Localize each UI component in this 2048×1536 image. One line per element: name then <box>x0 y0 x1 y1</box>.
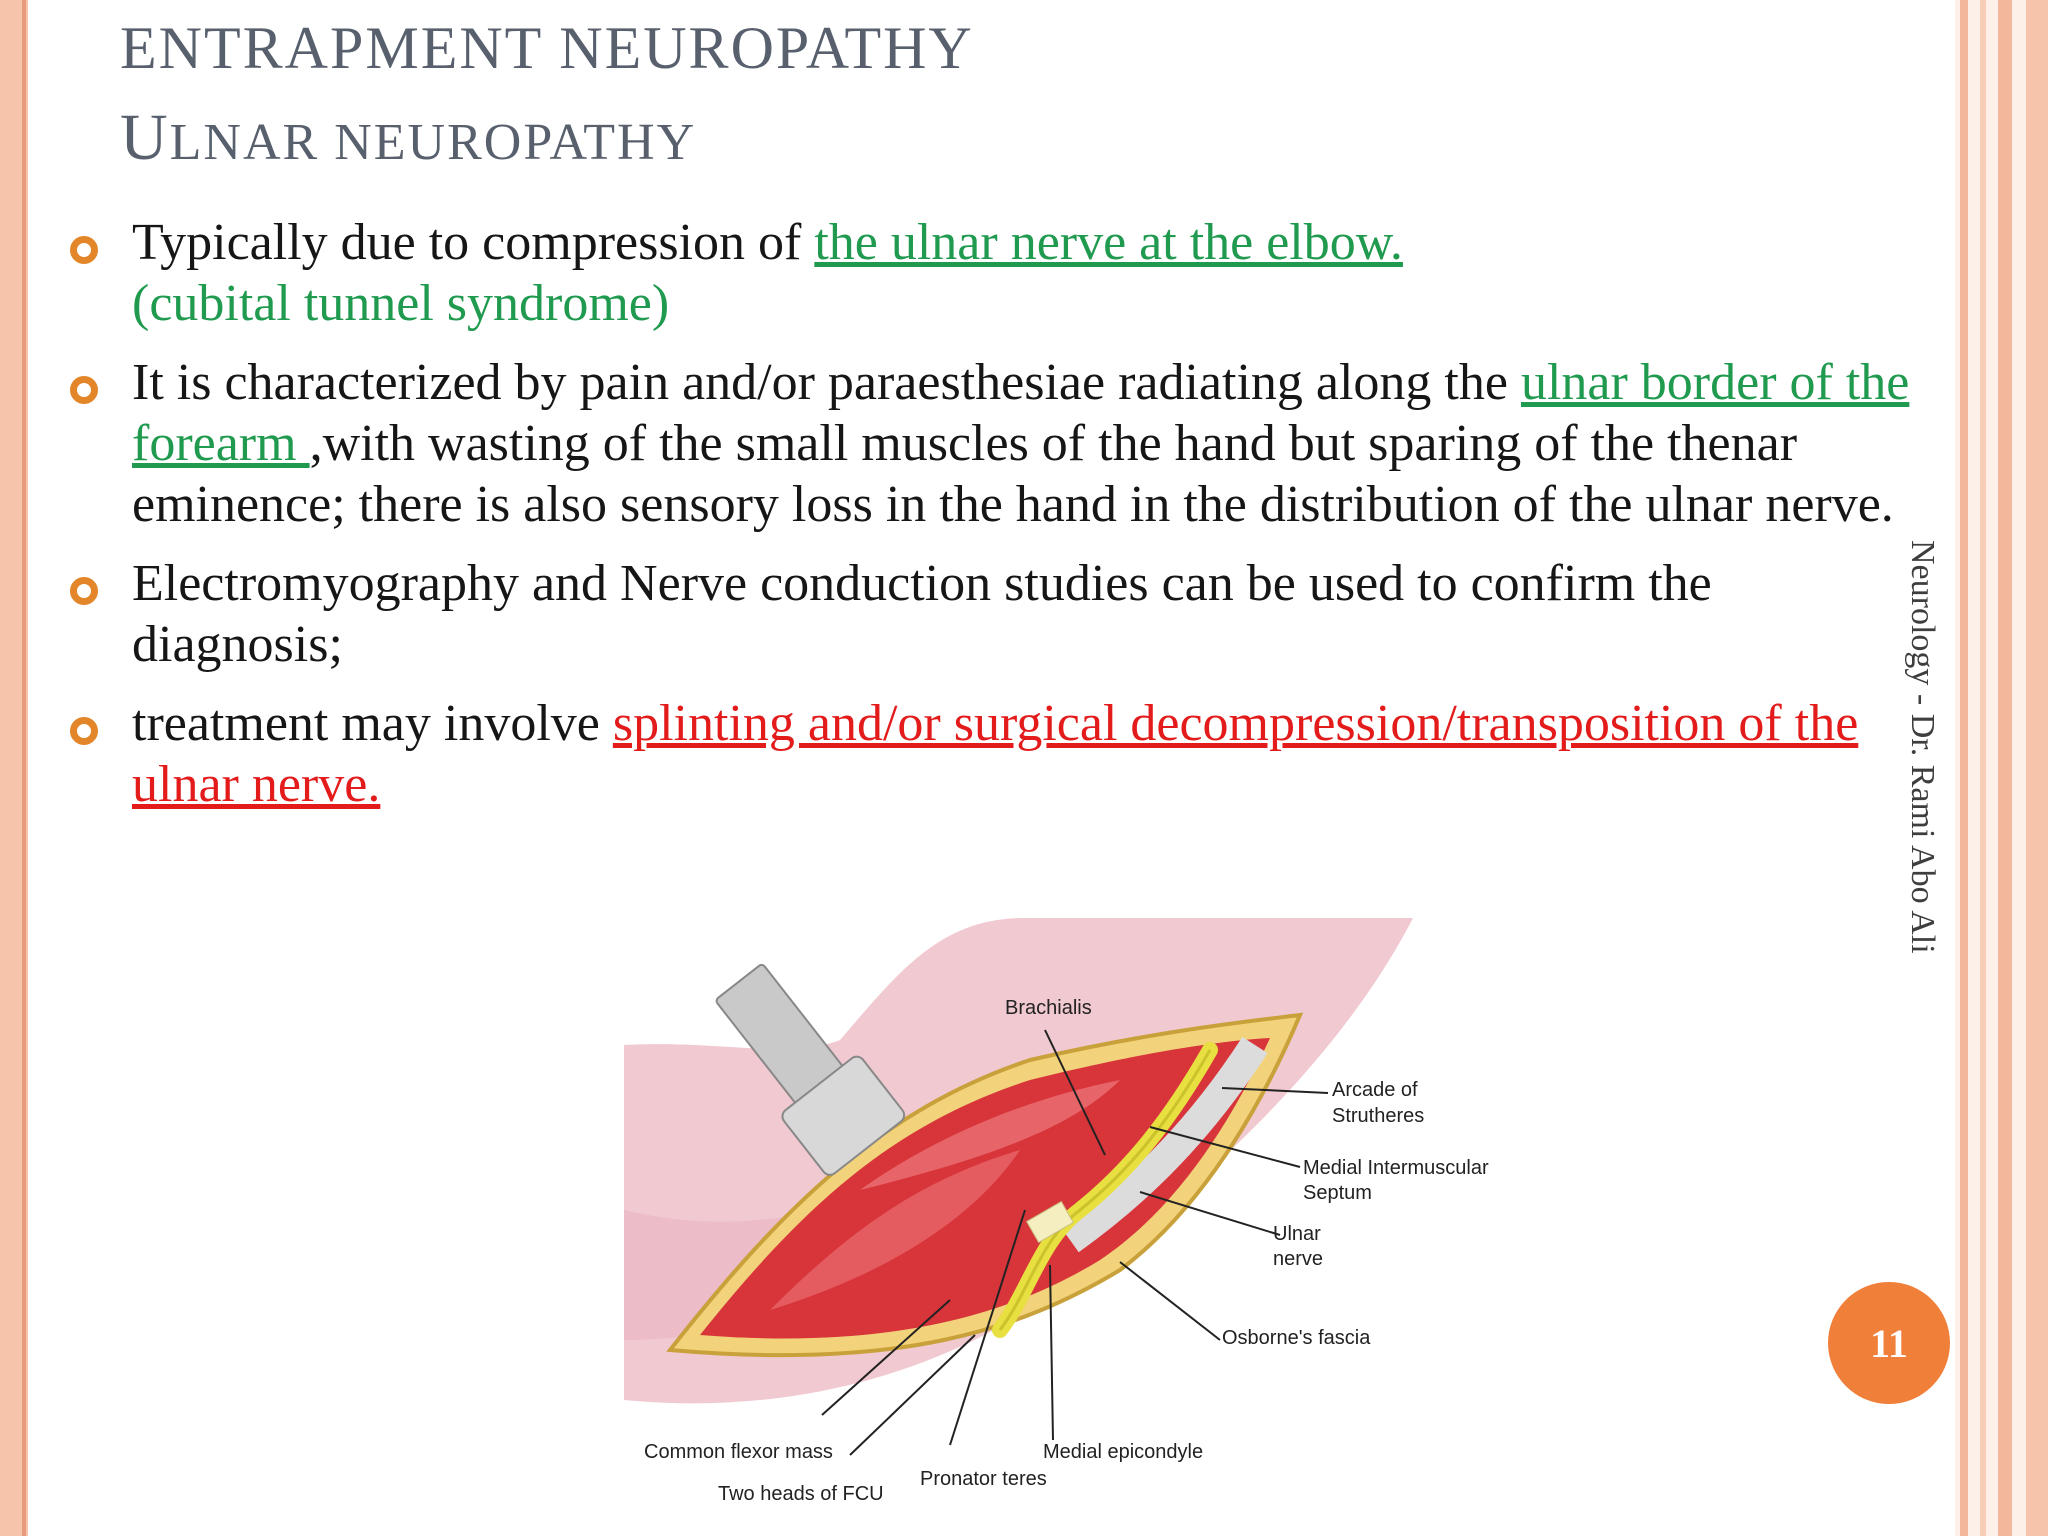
leader-lines <box>821 1029 1329 1456</box>
sidebar-author-text: Neurology - Dr. Rami Abo Ali <box>1904 540 1941 954</box>
osborne-fascia <box>1025 1200 1075 1244</box>
ultrasound-probe-icon <box>715 963 906 1176</box>
bullet-text: treatment may involve <box>132 695 613 752</box>
bullet-text: ,with wasting of the small muscles of th… <box>132 415 1894 533</box>
label-septum: Medial Intermuscular <box>1303 1157 1489 1179</box>
bullet-ring-icon <box>70 717 98 745</box>
slide-title-line2: ULNAR NEUROPATHY <box>120 100 696 176</box>
label-brachialis: Brachialis <box>1005 997 1092 1019</box>
label-fcu: Two heads of FCU <box>718 1483 884 1505</box>
bullet-ring-icon <box>70 376 98 404</box>
title-rest: LNAR NEUROPATHY <box>169 114 697 171</box>
label-pronator: Pronator teres <box>920 1468 1047 1490</box>
label-arcade: Arcade of <box>1332 1079 1418 1101</box>
right-stripe <box>1980 0 1986 1536</box>
muscle-highlight <box>770 1150 1020 1310</box>
label-flexor: Common flexor mass <box>644 1441 833 1463</box>
highlight-link[interactable]: ulnar border of the forearm <box>132 354 1910 472</box>
title-initial: U <box>120 101 170 174</box>
left-border-line <box>22 0 26 1536</box>
bullet-ring-icon <box>70 236 98 264</box>
bullet-item: It is characterized by pain and/or parae… <box>70 352 1920 535</box>
muscle-highlight <box>860 1080 1120 1190</box>
label-ulnar-nerve: nerve <box>1273 1248 1323 1270</box>
right-stripe <box>2026 0 2048 1536</box>
label-ulnar-nerve: Ulnar <box>1273 1223 1321 1245</box>
label-arcade: Strutheres <box>1332 1105 1424 1127</box>
bullet-item: Typically due to compression of the ulna… <box>70 212 1920 334</box>
right-stripe <box>1998 0 2012 1536</box>
bullet-item: treatment may involve splinting and/or s… <box>70 693 1920 815</box>
highlight-link[interactable]: splinting and/or surgical decompression/… <box>132 695 1859 813</box>
highlight-link[interactable]: the ulnar nerve at the elbow. <box>814 214 1403 271</box>
bullet-text: Electromyography and Nerve conduction st… <box>132 555 1712 673</box>
elbow-anatomy-figure: Brachialis Arcade of Strutheres Medial I… <box>624 918 1489 1505</box>
label-septum: Septum <box>1303 1182 1372 1204</box>
bullet-text: It is characterized by pain and/or parae… <box>132 354 1521 411</box>
bullet-list: Typically due to compression of the ulna… <box>70 212 1920 833</box>
bullet-item: Electromyography and Nerve conduction st… <box>70 553 1920 675</box>
right-stripe <box>1960 0 1968 1536</box>
bullet-text-green: (cubital tunnel syndrome) <box>132 275 670 332</box>
label-epicondyle: Medial epicondyle <box>1043 1441 1203 1463</box>
bullet-text: Typically due to compression of <box>132 214 815 271</box>
bullet-ring-icon <box>70 577 98 605</box>
page-number-badge: 11 <box>1828 1282 1950 1404</box>
slide-title-line1: ENTRAPMENT NEUROPATHY <box>120 15 974 81</box>
septum <box>1061 1036 1268 1253</box>
ulnar-nerve-edge <box>998 1049 1212 1331</box>
label-osborne: Osborne's fascia <box>1222 1327 1371 1349</box>
